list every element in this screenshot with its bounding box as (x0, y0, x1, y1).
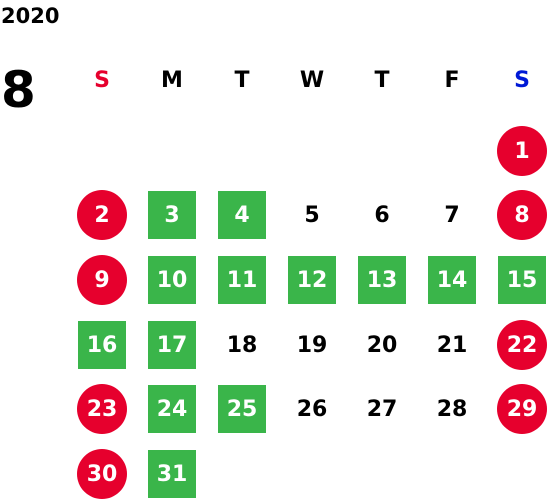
day-cell-20[interactable]: 20 (366, 332, 398, 358)
day-cell-8[interactable]: 8 (497, 190, 547, 240)
year-label: 2020 (1, 4, 60, 28)
day-cell-23[interactable]: 23 (77, 384, 127, 434)
day-cell-14[interactable]: 14 (428, 256, 476, 304)
weekday-header: M (161, 68, 183, 93)
day-cell-17[interactable]: 17 (148, 321, 196, 369)
weekday-header: T (374, 68, 390, 93)
day-cell-31[interactable]: 31 (148, 450, 196, 498)
day-cell-19[interactable]: 19 (296, 332, 328, 358)
day-cell-29[interactable]: 29 (497, 384, 547, 434)
day-cell-27[interactable]: 27 (366, 396, 398, 422)
day-cell-7[interactable]: 7 (444, 202, 460, 228)
day-cell-25[interactable]: 25 (218, 385, 266, 433)
weekday-header: F (444, 68, 460, 93)
day-cell-24[interactable]: 24 (148, 385, 196, 433)
day-cell-26[interactable]: 26 (296, 396, 328, 422)
day-cell-21[interactable]: 21 (436, 332, 468, 358)
day-cell-12[interactable]: 12 (288, 256, 336, 304)
day-cell-10[interactable]: 10 (148, 256, 196, 304)
day-cell-2[interactable]: 2 (77, 190, 127, 240)
day-cell-9[interactable]: 9 (77, 255, 127, 305)
month-number: 8 (1, 61, 36, 119)
day-cell-3[interactable]: 3 (148, 191, 196, 239)
weekday-header: T (234, 68, 250, 93)
day-cell-5[interactable]: 5 (304, 202, 320, 228)
day-cell-30[interactable]: 30 (77, 449, 127, 499)
day-cell-11[interactable]: 11 (218, 256, 266, 304)
weekday-header: S (94, 68, 110, 93)
weekday-header: S (514, 68, 530, 93)
day-cell-18[interactable]: 18 (226, 332, 258, 358)
day-cell-13[interactable]: 13 (358, 256, 406, 304)
day-cell-16[interactable]: 16 (78, 321, 126, 369)
day-cell-22[interactable]: 22 (497, 320, 547, 370)
weekday-header: W (299, 68, 325, 93)
day-cell-4[interactable]: 4 (218, 191, 266, 239)
day-cell-15[interactable]: 15 (498, 256, 546, 304)
day-cell-1[interactable]: 1 (497, 126, 547, 176)
day-cell-6[interactable]: 6 (374, 202, 390, 228)
day-cell-28[interactable]: 28 (436, 396, 468, 422)
